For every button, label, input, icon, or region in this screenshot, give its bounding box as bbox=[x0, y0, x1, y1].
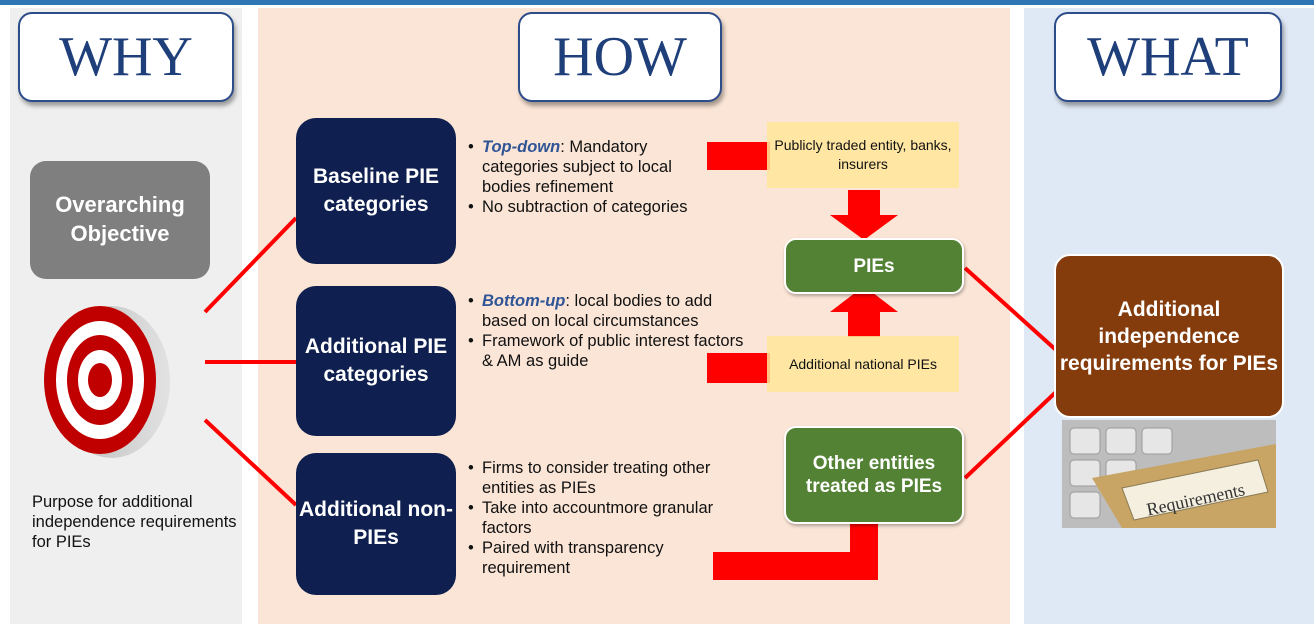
overarching-objective-box: Overarching Objective bbox=[30, 161, 210, 279]
bullet-text: Take into accountmore granular factors bbox=[482, 499, 714, 537]
bullet-item: Framework of public interest factors & A… bbox=[468, 331, 753, 371]
bullet-text: Firms to consider treating other entitie… bbox=[482, 459, 711, 497]
top-accent-line bbox=[0, 0, 1314, 5]
bullet-keyword: Bottom-up bbox=[482, 292, 566, 310]
baseline-pie-categories-box: Baseline PIE categories bbox=[296, 118, 456, 264]
bullet-item: No subtraction of categories bbox=[468, 197, 718, 217]
additional-requirements-box: Additional independence requirements for… bbox=[1054, 254, 1284, 418]
what-header: WHAT bbox=[1054, 12, 1282, 102]
bullet-item: Top-down: Mandatory categories subject t… bbox=[468, 137, 718, 197]
bullet-item: Firms to consider treating other entitie… bbox=[468, 458, 718, 498]
additional-non-pies-box: Additional non-PIEs bbox=[296, 453, 456, 595]
publicly-traded-note: Publicly traded entity, banks, insurers bbox=[767, 122, 959, 188]
other-entities-box: Other entities treated as PIEs bbox=[784, 426, 964, 524]
bullet-text: No subtraction of categories bbox=[482, 198, 688, 216]
additional-pie-categories-box: Additional PIE categories bbox=[296, 286, 456, 436]
additional-national-pies-note: Additional national PIEs bbox=[767, 336, 959, 392]
why-header: WHY bbox=[18, 12, 234, 102]
purpose-text: Purpose for additional independence requ… bbox=[32, 493, 237, 551]
bullet-item: Paired with transparency requirement bbox=[468, 538, 718, 578]
bullet-list-baseline: Top-down: Mandatory categories subject t… bbox=[468, 137, 718, 217]
bullet-text: : Mandatory categories subject to local … bbox=[482, 138, 672, 196]
bullet-item: Bottom-up: local bodies to add based on … bbox=[468, 291, 753, 331]
bullet-text: Framework of public interest factors & A… bbox=[482, 332, 744, 370]
pies-box: PIEs bbox=[784, 238, 964, 294]
bullet-list-nonpies: Firms to consider treating other entitie… bbox=[468, 458, 718, 578]
bullet-item: Take into accountmore granular factors bbox=[468, 498, 718, 538]
bullet-list-additional: Bottom-up: local bodies to add based on … bbox=[468, 291, 753, 371]
bullet-text: Paired with transparency requirement bbox=[482, 539, 664, 577]
target-icon bbox=[38, 302, 170, 458]
bullet-keyword: Top-down bbox=[482, 138, 561, 156]
requirements-photo: Requirements bbox=[1062, 420, 1276, 528]
how-header: HOW bbox=[518, 12, 722, 102]
bullet-text: : local bodies to add based on local cir… bbox=[482, 292, 713, 330]
